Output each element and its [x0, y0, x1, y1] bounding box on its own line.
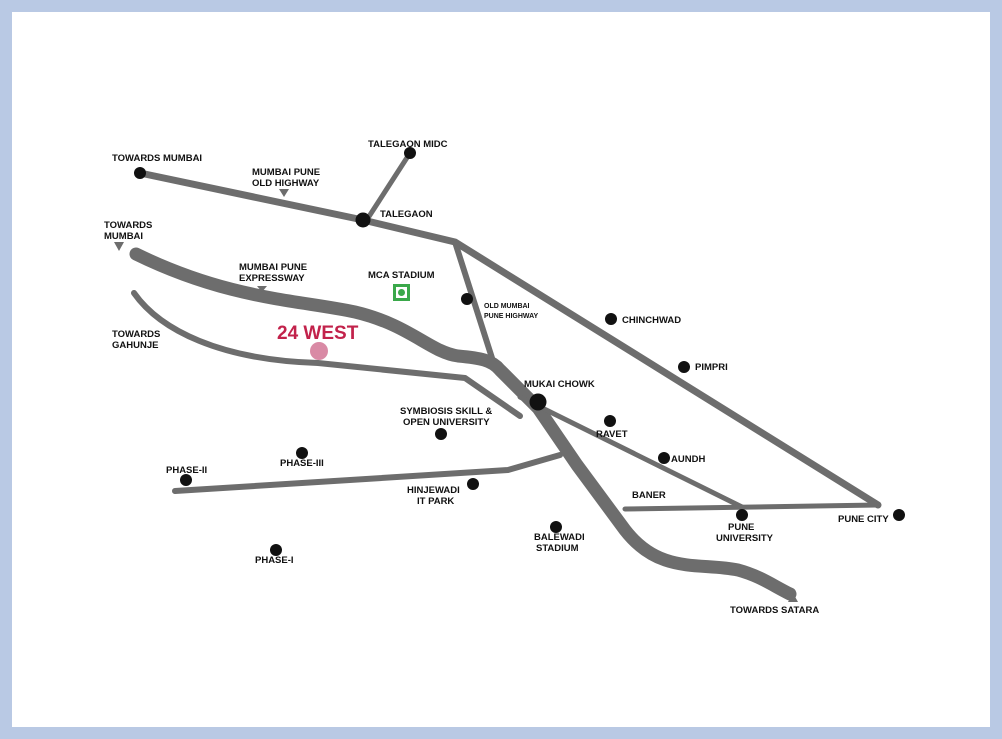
- point-ravet: [604, 415, 616, 427]
- point-towards-mumbai: [134, 167, 146, 179]
- label-talegaon-midc: TALEGAON MIDC: [368, 139, 448, 150]
- label-towards-satara: TOWARDS SATARA: [730, 605, 819, 616]
- label-old-highway-line1: MUMBAI PUNE: [252, 167, 320, 178]
- label-phase-2: PHASE-II: [166, 465, 207, 476]
- label-chinchwad: CHINCHWAD: [622, 315, 681, 326]
- road-towards-gahunje: [131, 290, 523, 419]
- label-talegaon: TALEGAON: [380, 209, 433, 220]
- point-phase-3: [296, 447, 308, 459]
- triangle-icon: [114, 242, 124, 251]
- label-hinjewadi-line1: HINJEWADI: [407, 485, 460, 496]
- label-old-mumbai-pune-line2: PUNE HIGHWAY: [484, 313, 539, 320]
- label-old-highway-line2: OLD HIGHWAY: [252, 178, 320, 189]
- triangle-icon: [257, 286, 267, 292]
- point-balewadi: [550, 521, 562, 533]
- points: [134, 147, 905, 556]
- label-pimpri: PIMPRI: [695, 362, 728, 373]
- label-pune-city: PUNE CITY: [838, 514, 889, 525]
- stadium-icon: [393, 284, 410, 301]
- project-marker: [310, 342, 328, 360]
- label-pune-university-line1: PUNE: [728, 522, 754, 533]
- road-mumbai-pune-expressway: [129, 247, 797, 601]
- label-hinjewadi-line2: IT PARK: [417, 496, 454, 507]
- point-chinchwad: [605, 313, 617, 325]
- roads: [129, 150, 882, 601]
- label-mukai-chowk: MUKAI CHOWK: [524, 379, 595, 390]
- label-old-mumbai-pune-line1: OLD MUMBAI: [484, 303, 530, 310]
- point-symbiosis: [435, 428, 447, 440]
- road-talegaon-midc-spur: [365, 150, 413, 221]
- labels: TOWARDS MUMBAI TALEGAON MIDC MUMBAI PUNE…: [104, 139, 889, 616]
- label-towards-gahunje-line1: TOWARDS: [112, 329, 160, 340]
- road-baner: [622, 502, 881, 512]
- label-balewadi-line1: BALEWADI: [534, 532, 585, 543]
- label-balewadi-line2: STADIUM: [536, 543, 579, 554]
- road-mumbai-pune-old-highway: [136, 169, 882, 509]
- label-pune-university-line2: UNIVERSITY: [716, 533, 774, 544]
- label-towards-mumbai-left-line2: MUMBAI: [104, 231, 143, 242]
- label-expressway-line2: EXPRESSWAY: [239, 273, 305, 284]
- road-hinjewadi: [172, 452, 563, 494]
- label-ravet: RAVET: [596, 429, 628, 440]
- point-phase-1: [270, 544, 282, 556]
- label-symbiosis-line2: OPEN UNIVERSITY: [403, 417, 490, 428]
- label-expressway-line1: MUMBAI PUNE: [239, 262, 307, 273]
- direction-markers: [114, 189, 798, 602]
- triangle-icon: [279, 189, 289, 197]
- point-talegaon-midc: [404, 147, 416, 159]
- label-mca-stadium: MCA STADIUM: [368, 270, 435, 281]
- label-aundh: AUNDH: [671, 454, 705, 465]
- road-ravet-aundh: [517, 394, 745, 510]
- point-pune-city: [893, 509, 905, 521]
- point-pimpri: [678, 361, 690, 373]
- point-phase-2: [180, 474, 192, 486]
- point-mukai-chowk: [529, 393, 547, 411]
- label-towards-mumbai-left-line1: TOWARDS: [104, 220, 152, 231]
- label-baner: BANER: [632, 490, 666, 501]
- label-towards-mumbai: TOWARDS MUMBAI: [112, 153, 202, 164]
- label-towards-gahunje-line2: GAHUNJE: [112, 340, 158, 351]
- point-old-mumbai-pune-highway: [461, 293, 473, 305]
- project-name: 24 WEST: [277, 323, 359, 344]
- label-symbiosis-line1: SYMBIOSIS SKILL &: [400, 406, 492, 417]
- triangle-icon: [788, 593, 798, 602]
- label-phase-1: PHASE-I: [255, 555, 294, 566]
- road-old-mumbai-pune-branch: [452, 239, 495, 361]
- point-aundh: [658, 452, 670, 464]
- point-talegaon: [355, 212, 371, 228]
- label-phase-3: PHASE-III: [280, 458, 324, 469]
- point-hinjewadi: [467, 478, 479, 490]
- point-pune-university: [736, 509, 748, 521]
